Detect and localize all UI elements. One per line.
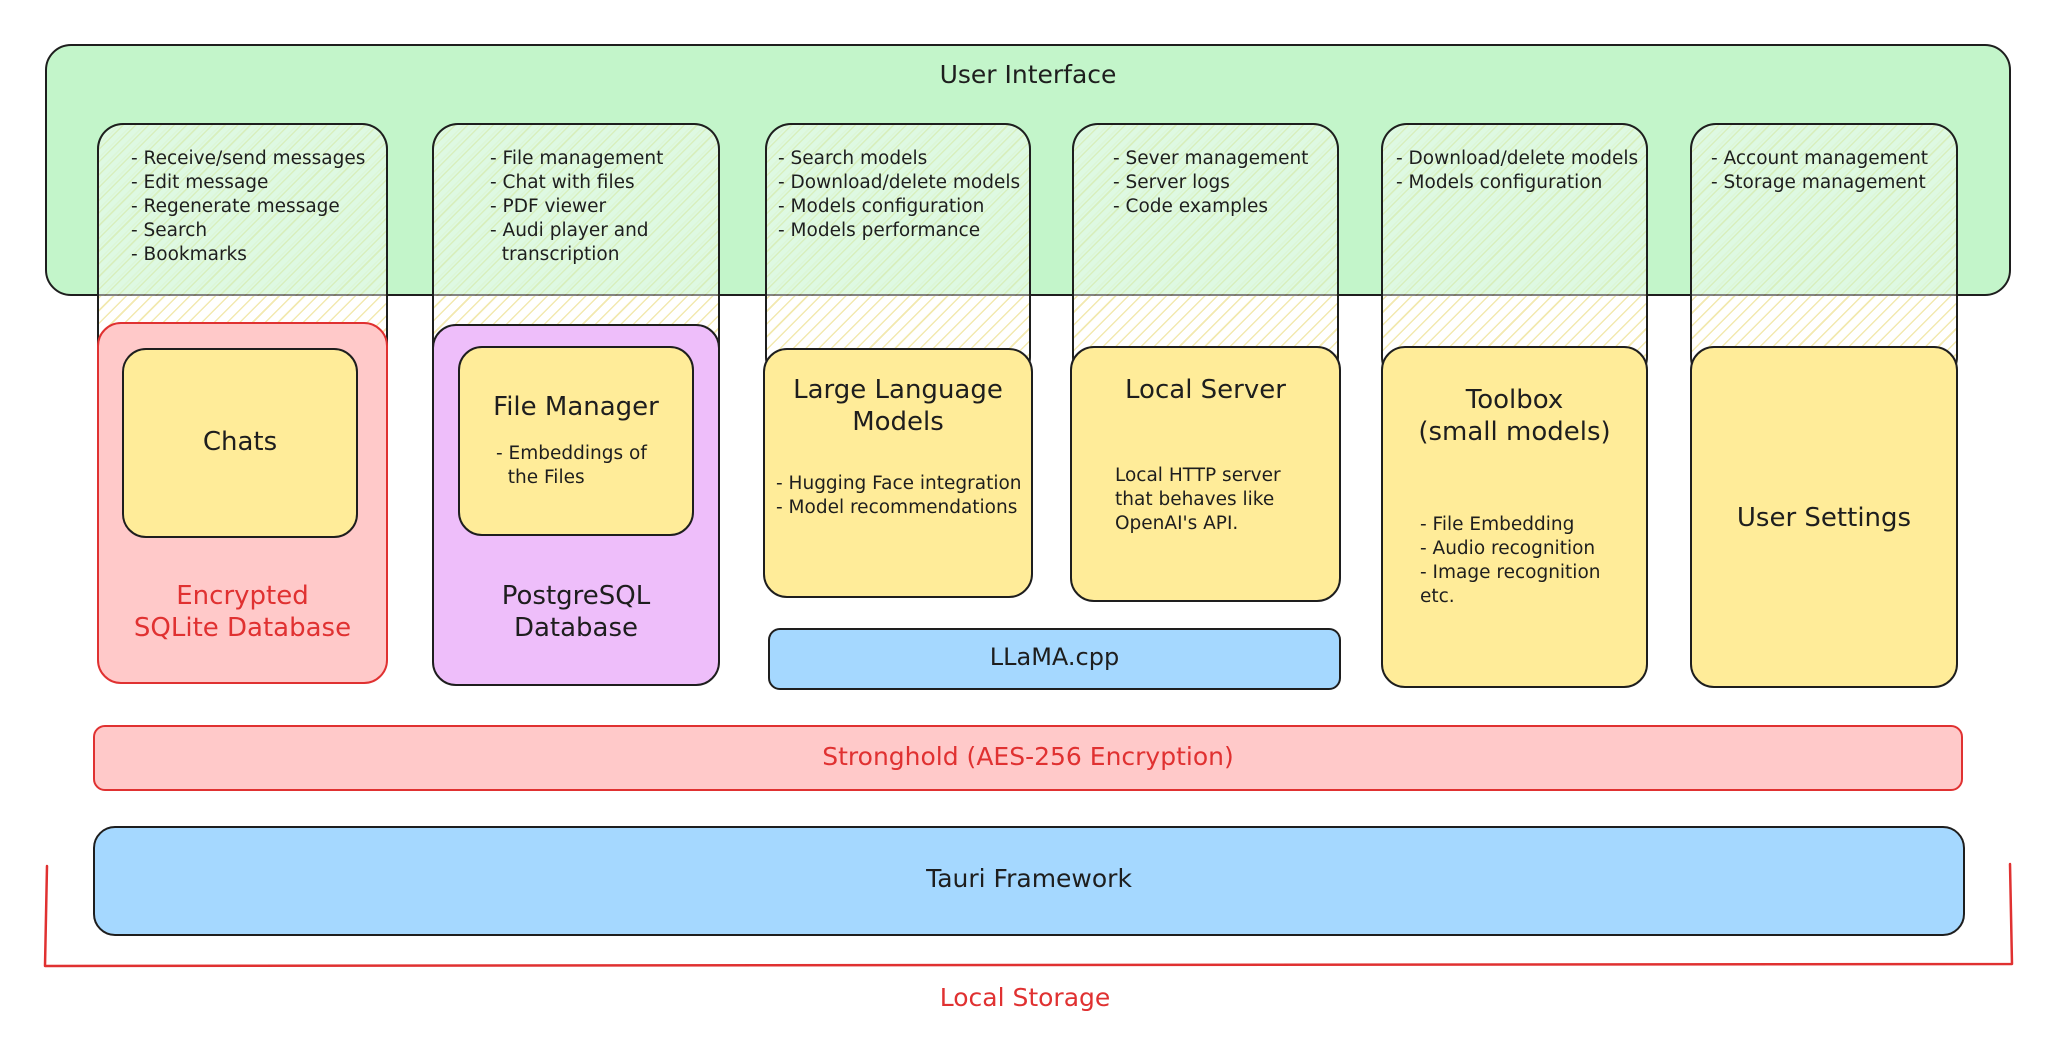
chats-box (122, 348, 358, 538)
llm-title-line1: Large Language (793, 375, 1003, 405)
list-item: - File management (490, 148, 664, 169)
local-server-box (1070, 346, 1341, 602)
list-item: - Sever management (1113, 148, 1309, 169)
list-item: - Models performance (778, 220, 981, 241)
llm-item-1: - Hugging Face integration (776, 473, 1022, 494)
list-item: - Download/delete models (778, 172, 1021, 193)
list-item: - Regenerate message (131, 196, 340, 217)
ui-column-toolbox-outline (1381, 123, 1648, 298)
llm-title-line2: Models (852, 407, 944, 437)
stronghold-label: Stronghold (AES-256 Encryption) (822, 742, 1234, 771)
toolbox-item-1: - File Embedding (1420, 514, 1575, 535)
ui-column-settings-outline (1690, 123, 1958, 298)
ui-column-server-overlay (1074, 125, 1337, 296)
ui-column-chats-outline (97, 123, 388, 298)
file-manager-title: File Manager (493, 392, 659, 422)
sqlite-label-line1: Encrypted (176, 581, 309, 611)
toolbox-box (1381, 346, 1648, 688)
toolbox-item-3: - Image recognition (1420, 562, 1601, 583)
list-item: - Search (131, 220, 208, 241)
ui-features-server: - Sever management - Server logs - Code … (1113, 147, 1308, 219)
file-manager-item-1: - Embeddings of (496, 443, 647, 464)
local-server-text-2: that behaves like (1115, 489, 1275, 510)
ui-column-chats-overlay (99, 125, 386, 296)
postgresql-label-line1: PostgreSQL (501, 581, 651, 611)
file-manager-box (458, 346, 694, 536)
list-item: - Download/delete models (1396, 148, 1639, 169)
llm-box (763, 348, 1033, 598)
list-item: - Bookmarks (131, 244, 247, 265)
list-item: - Audi player and (490, 220, 649, 241)
list-item: - Server logs (1113, 172, 1230, 193)
chats-title: Chats (202, 427, 278, 457)
user-interface-title: User Interface (939, 60, 1117, 89)
toolbox-item-2: - Audio recognition (1420, 538, 1596, 559)
local-server-text-3: OpenAI's API. (1115, 513, 1239, 534)
ui-column-files-outline (432, 123, 720, 298)
ui-column-files-overlay (434, 125, 718, 296)
list-item: - Models configuration (1396, 172, 1603, 193)
ui-features-settings: - Account management - Storage managemen… (1711, 147, 1928, 195)
list-item: - Storage management (1711, 172, 1926, 193)
tauri-framework-label: Tauri Framework (926, 864, 1132, 893)
toolbox-title-line2: (small models) (1418, 417, 1611, 447)
ui-features-files: - File management - Chat with files - PD… (490, 147, 663, 267)
ui-column-server-outline (1072, 123, 1339, 298)
list-item: - Receive/send messages (131, 148, 366, 169)
user-interface-panel (45, 44, 2011, 296)
ui-features-models: - Search models - Download/delete models… (778, 147, 1020, 243)
list-item: - Account management (1711, 148, 1929, 169)
stronghold-layer (93, 725, 1963, 791)
list-item: transcription (490, 244, 620, 265)
llama-cpp-box (768, 628, 1341, 690)
llama-cpp-label: LLaMA.cpp (989, 643, 1120, 671)
local-server-title: Local Server (1125, 375, 1286, 405)
file-manager-item-2: the Files (496, 467, 585, 488)
toolbox-title-line1: Toolbox (1465, 385, 1564, 415)
ui-features-toolbox: - Download/delete models - Models config… (1396, 147, 1638, 195)
list-item: - Edit message (131, 172, 269, 193)
local-server-text-1: Local HTTP server (1115, 465, 1281, 486)
list-item: - Search models (778, 148, 928, 169)
ui-column-models-overlay (767, 125, 1029, 296)
toolbox-item-4: etc. (1420, 586, 1455, 607)
ui-column-models-outline (765, 123, 1031, 298)
user-settings-title: User Settings (1736, 503, 1912, 533)
list-item: - PDF viewer (490, 196, 607, 217)
ui-features-chats: - Receive/send messages - Edit message -… (131, 147, 365, 267)
list-item: - Models configuration (778, 196, 985, 217)
ui-column-settings-overlay (1692, 125, 1956, 296)
tauri-framework-layer (93, 826, 1965, 936)
user-settings-box (1690, 346, 1958, 688)
list-item: - Code examples (1113, 196, 1269, 217)
list-item: - Chat with files (490, 172, 635, 193)
sqlite-label-line2: SQLite Database (133, 613, 352, 643)
postgresql-label-line2: Database (513, 613, 639, 643)
local-storage-label: Local Storage (939, 983, 1111, 1012)
llm-item-2: - Model recommendations (776, 497, 1018, 518)
ui-column-toolbox-overlay (1383, 125, 1646, 296)
